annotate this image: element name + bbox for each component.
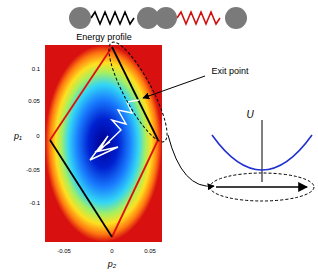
- callout-label: Exit point: [211, 67, 248, 76]
- tick-label: -0.05: [57, 248, 71, 254]
- tick-label: 0: [36, 133, 39, 139]
- tick-label: 0.05: [28, 98, 40, 104]
- axis-label: p₂: [108, 260, 116, 269]
- u-axis: [262, 120, 263, 182]
- boundary-diamond: [50, 47, 158, 237]
- coordinate-arrow: [216, 186, 307, 187]
- dashed-ellipse: [210, 173, 314, 201]
- tick-label: 0: [110, 248, 113, 254]
- tick-label: -0.05: [26, 167, 40, 173]
- axis-label: U: [246, 110, 253, 120]
- tick-label: -0.1: [30, 200, 40, 206]
- heading-label: Energy profile: [76, 33, 132, 42]
- potential-curve: [212, 135, 312, 170]
- spring-chain: [69, 7, 247, 29]
- curved-arrow: [168, 135, 214, 186]
- tick-label: 0.05: [144, 248, 156, 254]
- tick-label: 0.1: [32, 66, 40, 72]
- exit-arrow: [143, 76, 205, 98]
- axis-label: p₁: [14, 132, 22, 141]
- dashed-ellipse: [99, 36, 176, 148]
